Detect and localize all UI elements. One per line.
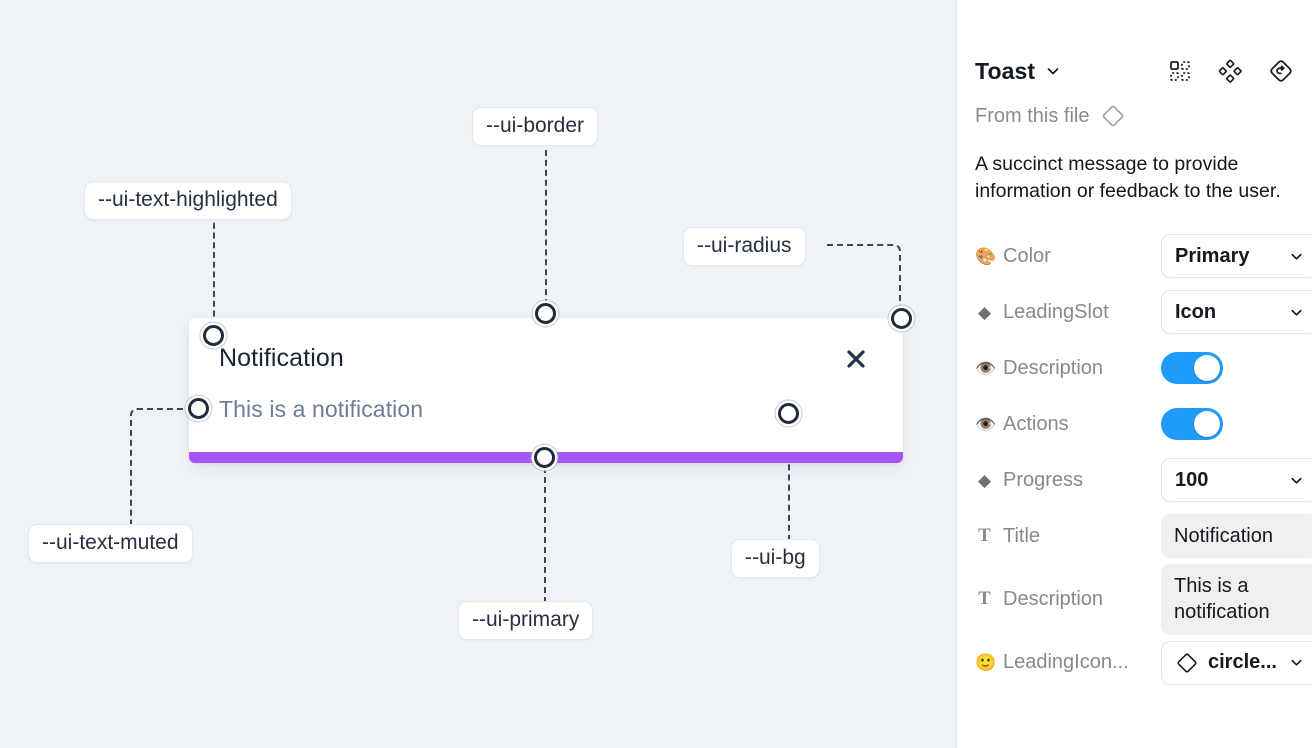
from-this-file-label: From this file — [975, 104, 1090, 127]
connector-ui-radius — [827, 244, 901, 319]
leadingslot-select[interactable]: Icon — [1161, 290, 1312, 335]
emoji-face-icon: 🙂 — [975, 653, 997, 673]
diamond-icon — [1175, 651, 1199, 675]
panel-header-actions — [1168, 58, 1294, 84]
property-name: LeadingSlot — [1003, 300, 1109, 323]
property-name: LeadingIcon... — [1003, 651, 1129, 674]
chevron-down-icon[interactable] — [1045, 63, 1061, 79]
connector-ui-bg — [788, 414, 790, 541]
property-name: Color — [1003, 244, 1051, 267]
property-list: 🎨 Color Primary ◆ LeadingSlot — [975, 228, 1312, 691]
progress-select[interactable]: 100 — [1161, 458, 1312, 503]
property-label-description: 👁️ Description — [975, 357, 1161, 380]
leadingicon-select[interactable]: circle... — [1161, 640, 1312, 685]
progress-select-value: 100 — [1175, 468, 1209, 491]
from-this-file-row[interactable]: From this file — [975, 103, 1294, 129]
text-icon: T — [978, 588, 991, 610]
property-row-leadingslot: ◆ LeadingSlot Icon — [975, 284, 1312, 340]
connector-ui-border — [545, 140, 547, 315]
panel-header: Toast — [975, 42, 1294, 100]
chevron-down-icon — [1289, 655, 1304, 670]
property-row-description-toggle: 👁️ Description — [975, 340, 1294, 396]
property-label-color: 🎨 Color — [975, 245, 1161, 268]
property-row-color: 🎨 Color Primary — [975, 228, 1312, 284]
anchor-ui-bg[interactable] — [778, 403, 799, 424]
color-select[interactable]: Primary — [1161, 234, 1312, 279]
annotation-pill-ui-primary[interactable]: --ui-primary — [458, 601, 594, 641]
property-name: Progress — [1003, 468, 1084, 491]
property-name: Actions — [1003, 412, 1069, 435]
connector-ui-text-highlighted — [213, 213, 215, 336]
toast-preview-card[interactable]: Notification This is a notification — [189, 318, 903, 463]
property-row-title: T Title Notification — [975, 508, 1312, 564]
close-icon[interactable] — [841, 344, 871, 374]
component-grid-icon[interactable] — [1168, 59, 1192, 83]
chevron-down-icon — [1289, 305, 1304, 320]
anchor-ui-border[interactable] — [535, 303, 556, 324]
properties-panel: Toast — [956, 0, 1312, 748]
anchor-ui-text-muted[interactable] — [188, 398, 209, 419]
property-name: Description — [1003, 587, 1104, 610]
connector-ui-primary — [544, 457, 546, 603]
property-name: Description — [1003, 356, 1104, 379]
property-row-progress: ◆ Progress 100 — [975, 452, 1312, 508]
actions-toggle[interactable] — [1161, 408, 1223, 441]
title-input[interactable]: Notification — [1161, 513, 1312, 559]
property-label-leadingslot: ◆ LeadingSlot — [975, 301, 1161, 324]
diamond-icon — [1100, 103, 1126, 129]
description-toggle[interactable] — [1161, 352, 1223, 385]
connector-ui-text-muted — [130, 408, 198, 533]
annotation-pill-ui-text-highlighted[interactable]: --ui-text-highlighted — [84, 181, 292, 221]
property-row-leadingicon: 🙂 LeadingIcon... circle... — [975, 635, 1312, 691]
toast-title: Notification — [219, 344, 344, 372]
toggle-knob — [1194, 355, 1220, 382]
anchor-ui-text-highlighted[interactable] — [203, 325, 224, 346]
annotation-pill-ui-text-muted[interactable]: --ui-text-muted — [28, 524, 193, 564]
property-name: Title — [1003, 524, 1041, 547]
property-label-title: T Title — [975, 525, 1161, 548]
anchor-ui-primary[interactable] — [534, 447, 555, 468]
property-label-progress: ◆ Progress — [975, 469, 1161, 492]
chevron-down-icon — [1289, 249, 1304, 264]
anchor-ui-radius[interactable] — [891, 308, 912, 329]
annotation-pill-ui-border[interactable]: --ui-border — [472, 107, 599, 147]
design-canvas[interactable]: Notification This is a notification --ui… — [0, 0, 956, 748]
property-row-description-text: T Description This is a notification — [975, 564, 1312, 635]
property-label-leadingicon: 🙂 LeadingIcon... — [975, 651, 1161, 674]
toast-description: This is a notification — [219, 396, 424, 422]
annotation-pill-ui-bg[interactable]: --ui-bg — [731, 539, 820, 579]
eye-icon: 👁️ — [975, 358, 997, 378]
panel-title: Toast — [975, 57, 1036, 84]
property-label-actions: 👁️ Actions — [975, 413, 1161, 436]
description-input[interactable]: This is a notification — [1161, 564, 1312, 635]
text-icon: T — [978, 525, 991, 547]
palette-icon: 🎨 — [975, 246, 997, 266]
chevron-down-icon — [1289, 473, 1304, 488]
leadingicon-select-value: circle... — [1208, 651, 1277, 674]
variants-cluster-icon[interactable] — [1218, 59, 1242, 83]
leadingslot-select-value: Icon — [1175, 300, 1217, 323]
component-description: A succinct message to provide informatio… — [975, 153, 1281, 202]
property-row-actions-toggle: 👁️ Actions — [975, 396, 1294, 452]
eye-icon: 👁️ — [975, 414, 997, 434]
reset-diamond-icon[interactable] — [1268, 58, 1294, 84]
diamond-filled-icon: ◆ — [977, 470, 992, 490]
color-select-value: Primary — [1175, 244, 1250, 267]
toggle-knob — [1194, 411, 1220, 438]
property-label-description-text: T Description — [975, 588, 1161, 611]
diamond-filled-icon: ◆ — [977, 302, 992, 322]
annotation-pill-ui-radius[interactable]: --ui-radius — [683, 227, 806, 267]
